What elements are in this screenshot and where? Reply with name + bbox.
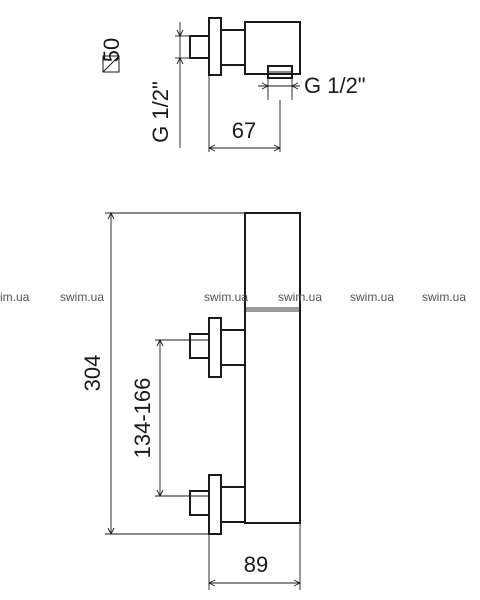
thread-left-label: G 1/2" — [148, 81, 173, 143]
top-depth-label: 67 — [232, 118, 256, 143]
upper-pipe — [189, 333, 210, 359]
watermark-text: swim.ua — [278, 290, 322, 304]
inlet-spacing-label: 134-166 — [130, 378, 155, 459]
watermark-text: im.ua — [0, 290, 30, 304]
thread-right-label: G 1/2" — [304, 73, 366, 98]
mixer-body — [244, 212, 301, 524]
watermark-row: im.ua swim.ua swim.ua swim.ua swim.ua sw… — [0, 290, 466, 304]
square-symbol-icon — [102, 55, 120, 73]
top-view: 50 G 1/2" G 1/2" 67 — [99, 17, 366, 152]
watermark-text: swim.ua — [422, 290, 466, 304]
upper-flange — [208, 317, 222, 378]
lower-pipe — [189, 490, 210, 516]
accent-band — [246, 307, 299, 312]
lower-flange — [208, 474, 222, 535]
front-height-label: 304 — [80, 355, 105, 392]
square-dimension-label: 50 — [99, 38, 124, 62]
lower-stem — [220, 486, 246, 523]
front-view: 304 134-166 89 — [80, 212, 301, 590]
connector-stem — [220, 29, 246, 66]
watermark-text: swim.ua — [60, 290, 104, 304]
upper-stem — [220, 329, 246, 366]
watermark-text: swim.ua — [204, 290, 248, 304]
watermark-text: swim.ua — [350, 290, 394, 304]
front-depth-label: 89 — [244, 552, 268, 577]
wall-flange — [208, 17, 222, 76]
inlet-pipe — [189, 35, 210, 59]
